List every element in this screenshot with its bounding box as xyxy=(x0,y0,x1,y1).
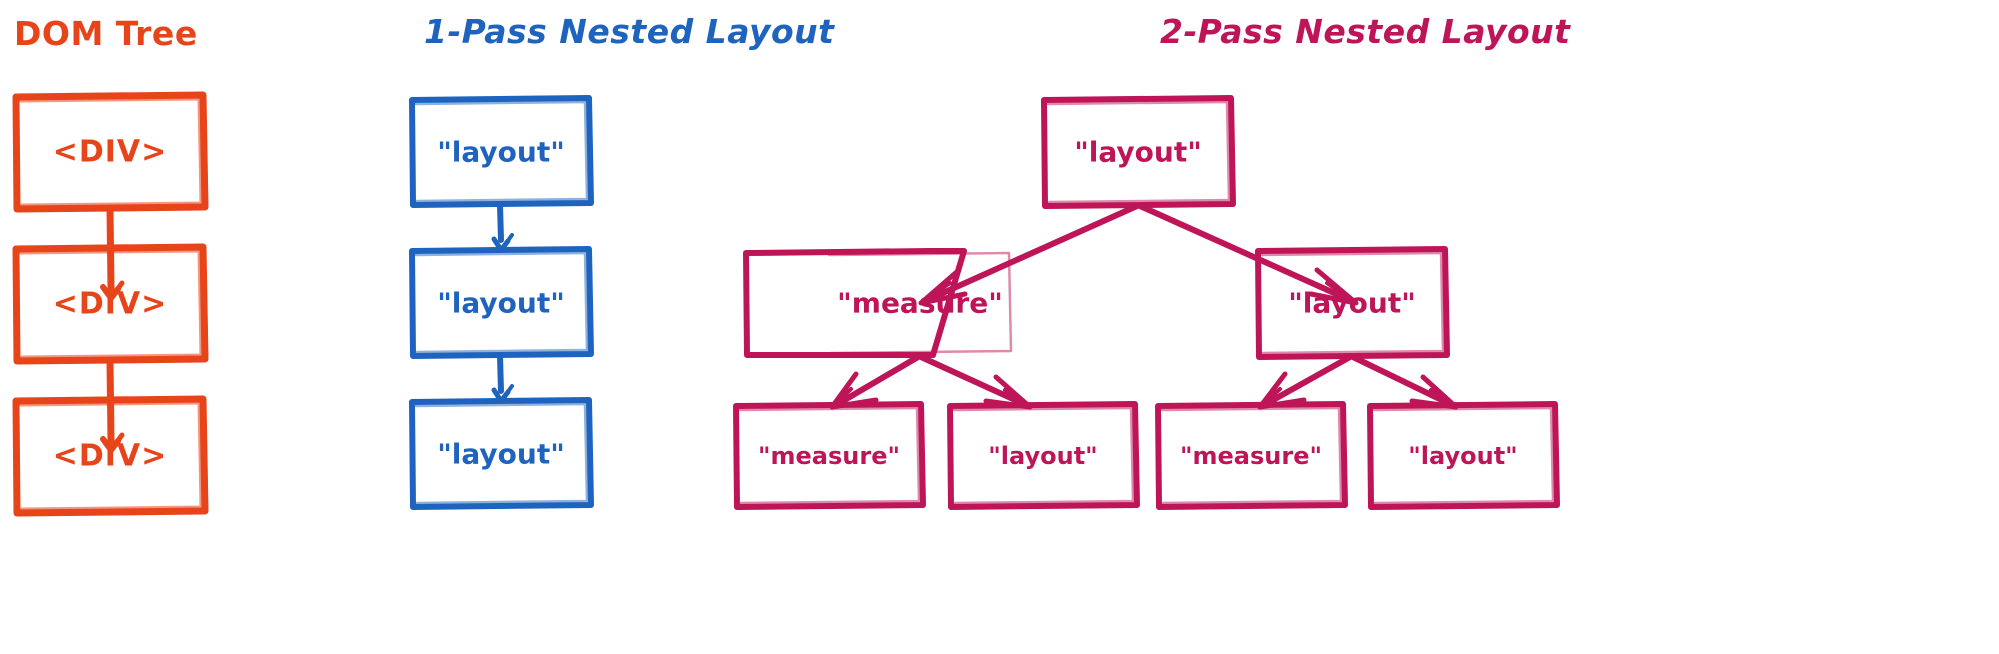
column-title-two-pass: 2-Pass Nested Layout xyxy=(1160,12,1571,51)
twopass-edge-root-to-layout xyxy=(1137,203,1359,306)
twopass-edge-layout-to-leaf3 xyxy=(1257,354,1353,410)
onepass-node-box-1[interactable] xyxy=(409,95,594,208)
column-title-dom-tree: DOM Tree xyxy=(14,14,198,53)
onepass-node-box-2[interactable] xyxy=(409,246,594,359)
twopass-node-box-mid-right[interactable] xyxy=(1255,246,1450,360)
two-pass-group xyxy=(733,95,1560,510)
one-pass-group xyxy=(409,95,594,510)
column-title-one-pass: 1-Pass Nested Layout xyxy=(424,12,835,51)
twopass-node-box-leaf-3[interactable] xyxy=(1155,401,1348,510)
twopass-node-box-leaf-4[interactable] xyxy=(1367,401,1560,510)
twopass-node-box-root[interactable] xyxy=(1041,95,1236,209)
twopass-node-box-leaf-2[interactable] xyxy=(947,401,1140,510)
onepass-edge-arrow-2 xyxy=(491,353,514,404)
onepass-edge-arrow-1 xyxy=(491,202,514,253)
dom-tree-group xyxy=(12,91,209,517)
twopass-node-box-mid-left[interactable] xyxy=(743,248,1013,358)
dom-node-box-1[interactable] xyxy=(12,91,209,213)
onepass-node-box-3[interactable] xyxy=(409,397,594,510)
twopass-edge-measure-to-leaf1 xyxy=(829,354,921,410)
twopass-node-box-leaf-1[interactable] xyxy=(733,401,926,510)
dom-node-box-3[interactable] xyxy=(12,395,209,517)
twopass-edge-layout-to-leaf4 xyxy=(1350,354,1459,410)
twopass-edge-measure-to-leaf2 xyxy=(918,354,1033,410)
dom-node-box-2[interactable] xyxy=(12,243,209,365)
